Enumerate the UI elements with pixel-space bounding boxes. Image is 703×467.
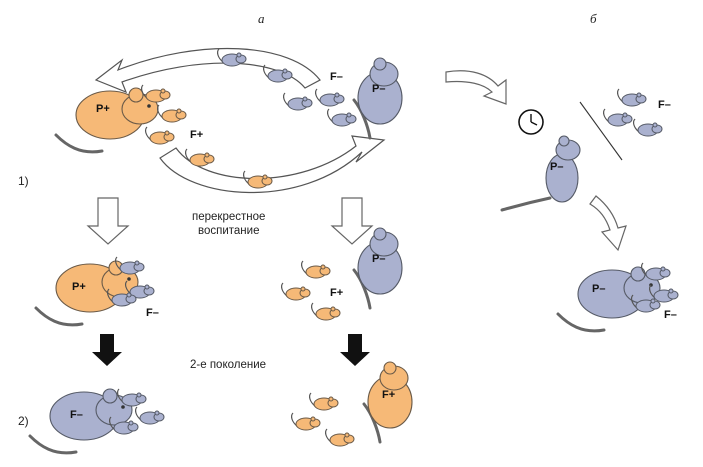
panel-b-label: б: [590, 11, 597, 26]
mother-label-mid-right: P–: [372, 253, 385, 265]
mother-label-bottom-right: F+: [382, 389, 395, 401]
mother-label-top-right: P–: [372, 83, 385, 95]
second-generation-label: 2-е поколение: [190, 359, 266, 371]
mother-rat-p-minus-b-bottom: [556, 265, 662, 333]
row-1-label: 1): [18, 174, 29, 188]
mother-rat-p-minus-top: [352, 56, 404, 140]
black-down-arrow-right: [340, 334, 370, 366]
standing-rat-p-minus-b: [500, 134, 582, 212]
pups-label-b-top: F–: [658, 99, 671, 111]
curved-arrow-bottom: [159, 135, 386, 194]
row-2-label: 2): [18, 414, 29, 428]
curved-arrow-top: [94, 47, 321, 94]
mother-label-top-left: P+: [96, 103, 110, 115]
separator-line-b: [579, 101, 623, 161]
hollow-down-arrow-left: [86, 197, 130, 245]
pups-f-minus-b-top: [602, 88, 663, 137]
cross-fostering-line-2: воспитание: [198, 225, 259, 237]
mother-label-b-bottom: P–: [592, 283, 605, 295]
pups-label-b-bottom: F–: [664, 309, 677, 321]
pups-bottom-right: [290, 392, 355, 447]
mother-rat-p-minus-mid: [352, 226, 404, 310]
mother-label-b-top: P–: [550, 161, 563, 173]
cross-fostering-line-1: перекрестное: [192, 211, 265, 223]
black-down-arrow-left: [92, 334, 122, 366]
clock-icon: [518, 109, 544, 135]
pups-label-mid-left: F–: [146, 307, 159, 319]
hollow-curved-arrow-b: [445, 70, 507, 105]
mother-rat-f-plus-bottom: [362, 360, 414, 444]
pups-label-mid-right: F+: [330, 287, 343, 299]
mother-rat-p-plus-top: [54, 86, 160, 154]
mother-label-mid-left: P+: [72, 281, 86, 293]
hollow-down-arrow-right: [330, 197, 374, 245]
pups-label-top-left: F+: [190, 129, 203, 141]
hollow-down-arrow-b: [589, 195, 627, 252]
mother-label-bottom-left: F–: [70, 409, 83, 421]
pups-label-top-right: F–: [330, 71, 343, 83]
panel-a-label: а: [258, 11, 265, 26]
